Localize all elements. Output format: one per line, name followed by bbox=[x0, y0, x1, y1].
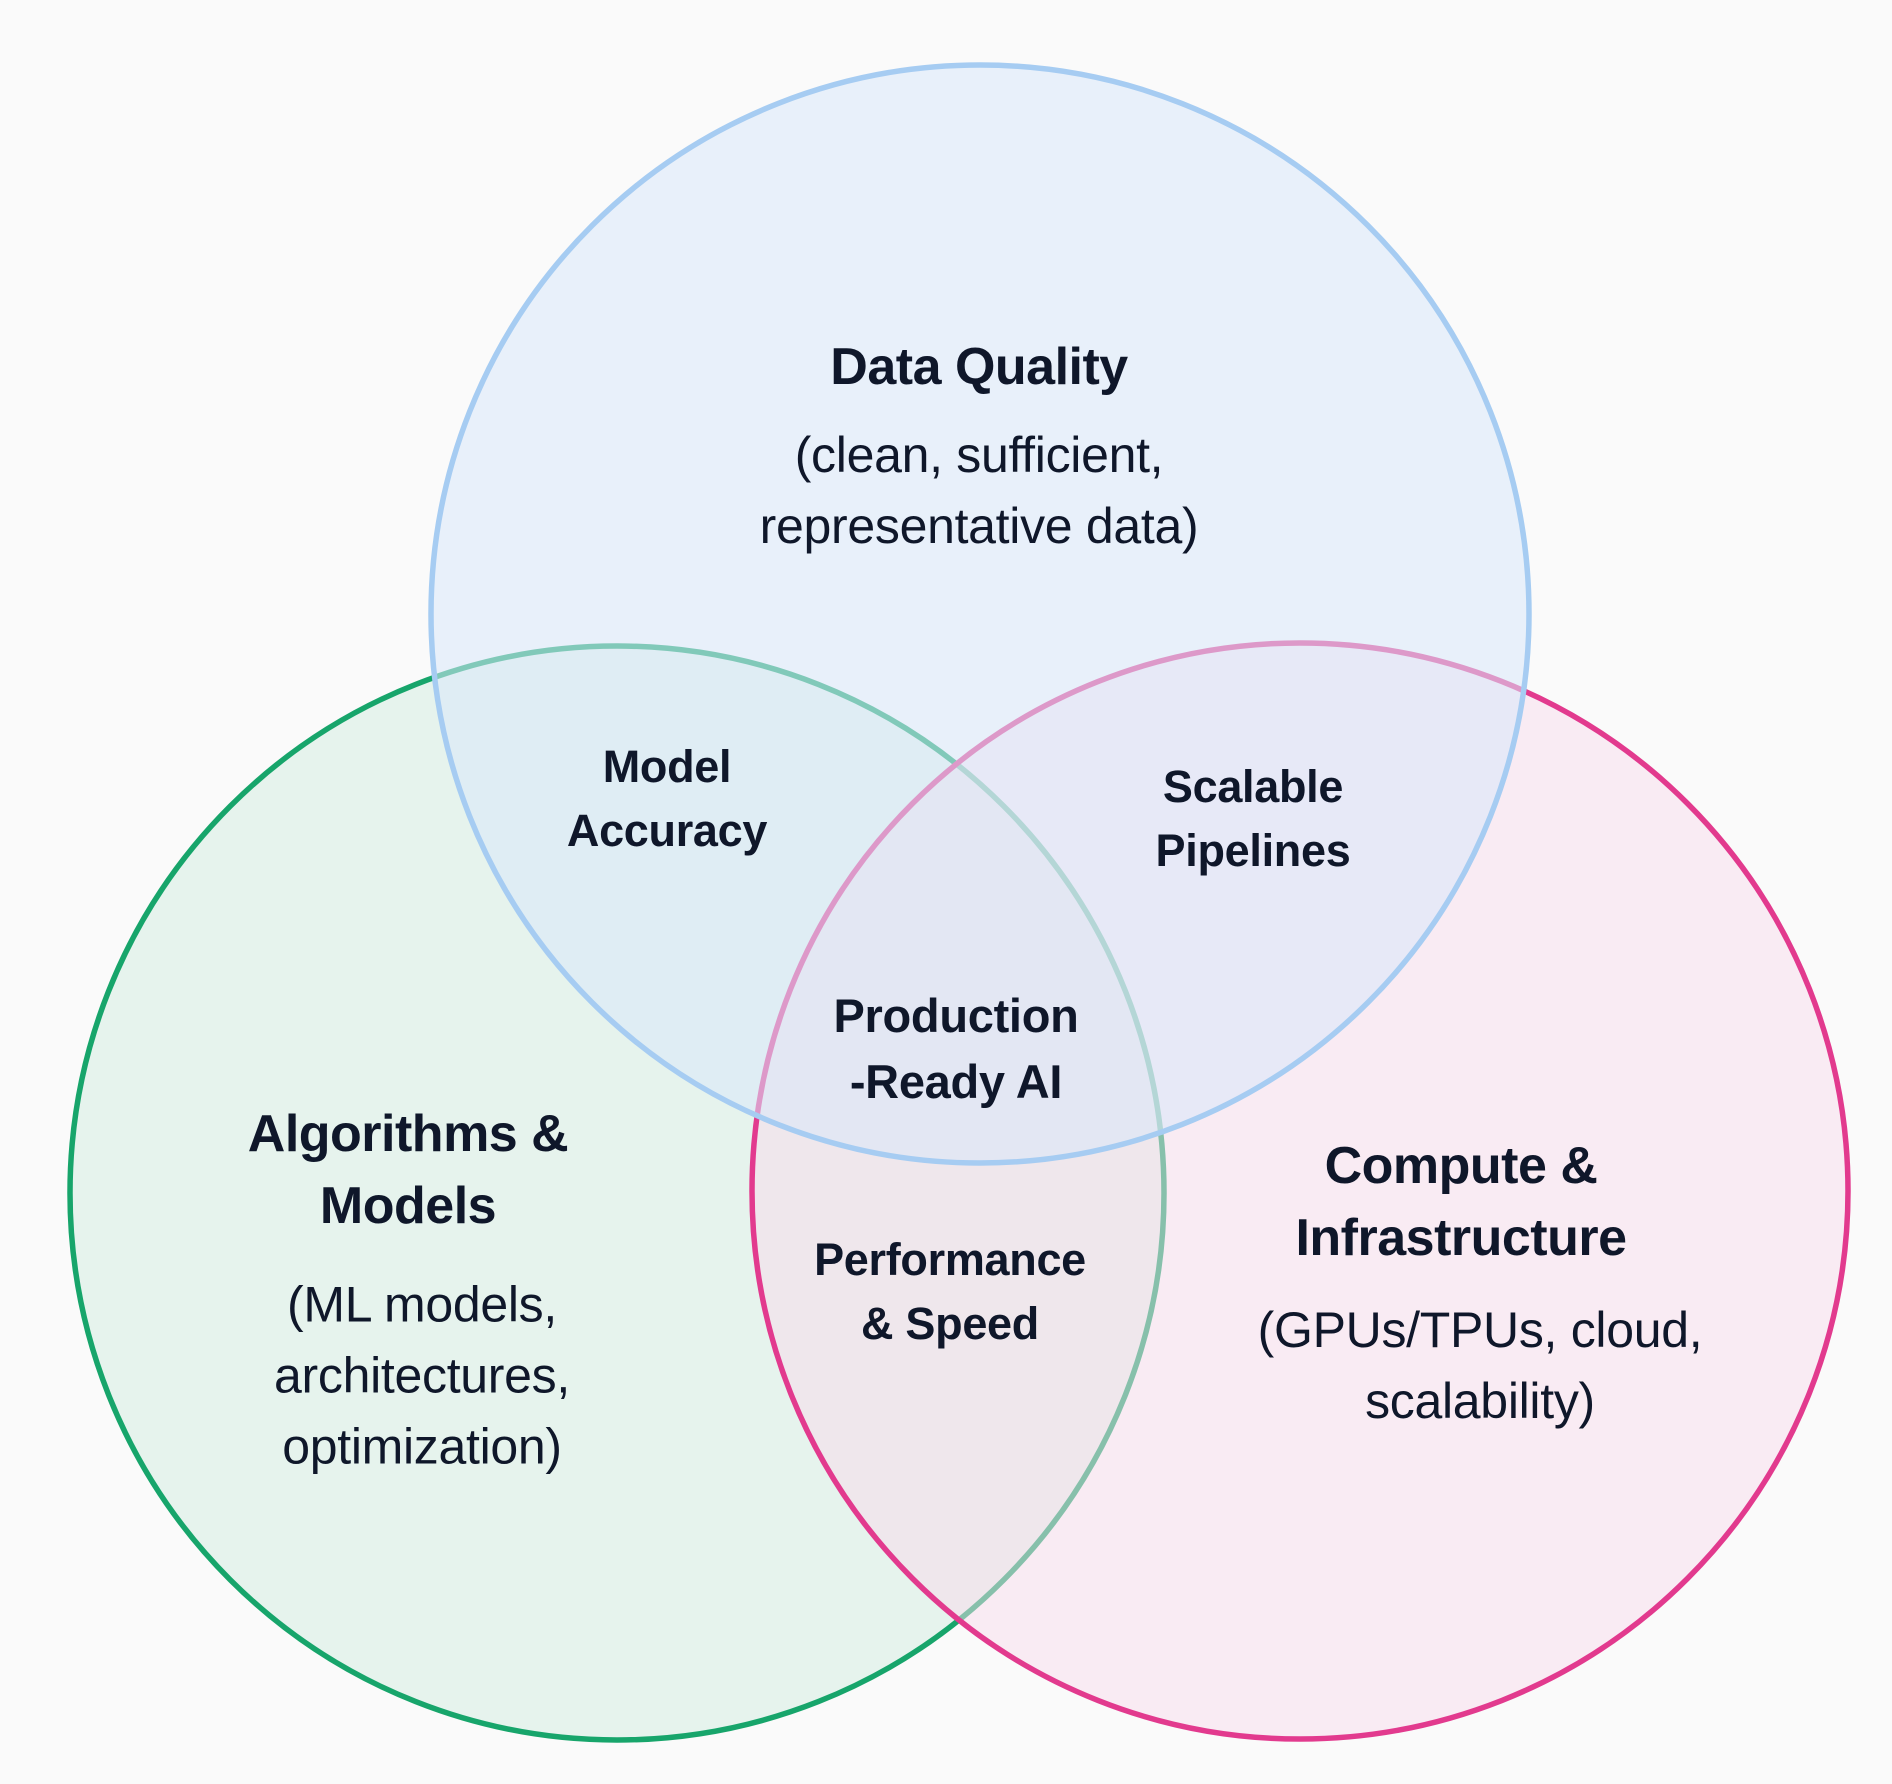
scalable-pipelines-label: Scalable Pipelines bbox=[1156, 755, 1351, 883]
algorithms-models-subtitle: (ML models, architectures, optimization) bbox=[274, 1270, 570, 1483]
production-ready-ai-line: Production bbox=[833, 989, 1079, 1042]
algorithms-models-subtitle-line: architectures, bbox=[274, 1347, 570, 1404]
scalable-pipelines-line: Pipelines bbox=[1155, 825, 1351, 876]
compute-infrastructure-subtitle-line: scalability) bbox=[1365, 1373, 1595, 1429]
algorithms-models-title: Algorithms & Models bbox=[247, 1098, 569, 1242]
performance-speed-line: & Speed bbox=[861, 1298, 1039, 1349]
compute-infrastructure-subtitle-line: (GPUs/TPUs, cloud, bbox=[1257, 1302, 1703, 1358]
model-accuracy-label: Model Accuracy bbox=[566, 735, 768, 863]
data-quality-title-line: Data Quality bbox=[830, 338, 1128, 396]
production-ready-ai-line: -Ready AI bbox=[849, 1055, 1063, 1108]
compute-infrastructure-title: Compute & Infrastructure bbox=[1295, 1130, 1627, 1274]
data-quality-subtitle-line: representative data) bbox=[759, 498, 1199, 554]
performance-speed-line: Performance bbox=[814, 1234, 1086, 1285]
algorithms-models-title-line: Algorithms & bbox=[247, 1105, 569, 1163]
data-quality-title: Data Quality bbox=[830, 331, 1128, 403]
data-quality-subtitle-line: (clean, sufficient, bbox=[794, 427, 1164, 483]
data-quality-circle bbox=[428, 62, 1532, 1166]
production-ready-ai-label: Production -Ready AI bbox=[833, 983, 1078, 1115]
algorithms-models-title-line: Models bbox=[319, 1177, 497, 1235]
compute-infrastructure-subtitle: (GPUs/TPUs, cloud, scalability) bbox=[1258, 1295, 1703, 1437]
compute-infrastructure-title-line: Infrastructure bbox=[1295, 1209, 1627, 1267]
model-accuracy-line: Model bbox=[602, 741, 732, 792]
scalable-pipelines-line: Scalable bbox=[1162, 761, 1344, 812]
algorithms-models-subtitle-line: optimization) bbox=[282, 1418, 562, 1475]
algorithms-models-subtitle-line: (ML models, bbox=[287, 1276, 557, 1333]
performance-speed-label: Performance & Speed bbox=[814, 1228, 1086, 1356]
data-quality-subtitle: (clean, sufficient, representative data) bbox=[760, 420, 1199, 562]
model-accuracy-line: Accuracy bbox=[566, 805, 768, 856]
compute-infrastructure-title-line: Compute & bbox=[1324, 1137, 1598, 1195]
